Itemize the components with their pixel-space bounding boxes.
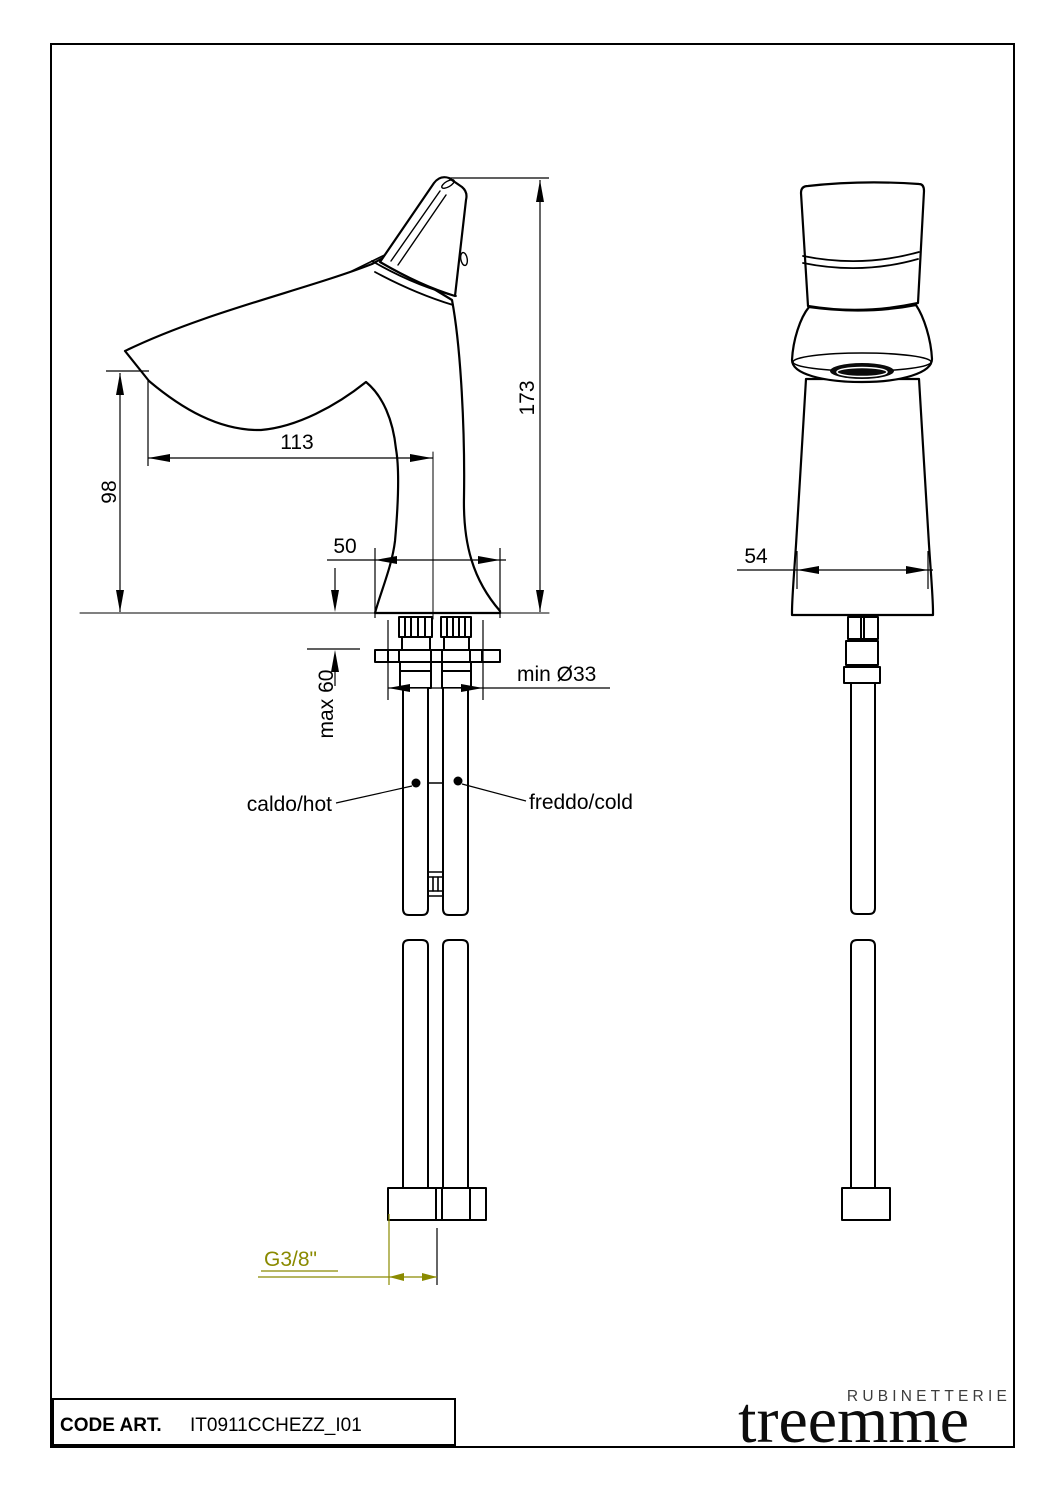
handle-contour-line-2 bbox=[397, 194, 447, 266]
supply-tubes-lower bbox=[387, 939, 487, 1221]
code-box bbox=[52, 1398, 456, 1446]
handle-front-band-2 bbox=[802, 258, 919, 270]
handle-base-band-2 bbox=[374, 271, 454, 306]
dim-min-hole bbox=[387, 620, 610, 700]
code-art-label: CODE ART. bbox=[60, 1415, 162, 1436]
cold-supply-label: freddo/cold bbox=[529, 791, 633, 814]
hot-tube-lower bbox=[402, 939, 429, 1189]
dim-label-base-width-front: 54 bbox=[744, 545, 768, 568]
logo-treemme: treemme bbox=[738, 1384, 969, 1457]
side-view bbox=[79, 176, 550, 1221]
dim-label-max-deck: max 60 bbox=[315, 670, 338, 739]
supply-leaders bbox=[335, 776, 527, 804]
supply-tube-front-upper bbox=[850, 683, 876, 915]
dim-spout-height bbox=[106, 370, 149, 612]
dim-max-deck bbox=[307, 568, 360, 686]
handle-contour-line-1 bbox=[390, 190, 441, 262]
mounting-washer-bar bbox=[374, 649, 501, 663]
tube-end-fitting-front bbox=[841, 1187, 891, 1221]
dim-label-supply-thread: G3/8" bbox=[264, 1248, 317, 1271]
spout-collar-front bbox=[790, 303, 934, 384]
dimension-annotations bbox=[106, 177, 933, 1285]
mounting-hardware-front bbox=[841, 616, 891, 1221]
logo-rubinetterie: RUBINETTERIE bbox=[847, 1388, 1011, 1405]
dim-label-spout-height: 98 bbox=[98, 480, 121, 503]
hot-tube-upper bbox=[402, 687, 429, 916]
dim-total-height bbox=[449, 177, 549, 612]
handle-front bbox=[799, 181, 926, 311]
faucet-body-side bbox=[123, 256, 502, 615]
front-view bbox=[790, 181, 935, 1221]
cold-tube-upper bbox=[442, 687, 469, 916]
dim-label-min-hole: min Ø33 bbox=[517, 663, 596, 686]
dim-spout-reach bbox=[147, 379, 433, 466]
title-block: CODE ART. IT0911CCHEZZ_I01 bbox=[52, 1398, 456, 1446]
supply-tubes-upper bbox=[402, 687, 469, 916]
dim-label-total-height: 173 bbox=[516, 380, 539, 415]
dim-base-width-front bbox=[737, 551, 933, 589]
hot-port-dot bbox=[411, 778, 421, 788]
faucet-body-front bbox=[790, 377, 935, 617]
cold-port-dot bbox=[453, 776, 463, 786]
handle-side-dot bbox=[459, 251, 469, 267]
mounting-hardware-side bbox=[374, 616, 501, 689]
page-border bbox=[50, 43, 1015, 1448]
supply-tube-front-lower bbox=[850, 939, 876, 1189]
code-art-value: IT0911CCHEZZ_I01 bbox=[190, 1415, 362, 1436]
dim-supply-thread bbox=[258, 1214, 438, 1285]
cold-tube-lower bbox=[442, 939, 469, 1189]
dim-base-depth bbox=[327, 548, 506, 618]
hot-supply-label: caldo/hot bbox=[247, 793, 332, 816]
brand-logo: RUBINETTERIE treemme bbox=[738, 1384, 1011, 1457]
handle-side bbox=[378, 176, 468, 298]
handle-tip-detail bbox=[441, 179, 455, 189]
spout-opening-highlight bbox=[836, 366, 888, 378]
handle-front-band-1 bbox=[802, 251, 920, 263]
dim-label-spout-reach: 113 bbox=[280, 431, 313, 454]
dim-label-base-depth: 50 bbox=[333, 535, 356, 558]
